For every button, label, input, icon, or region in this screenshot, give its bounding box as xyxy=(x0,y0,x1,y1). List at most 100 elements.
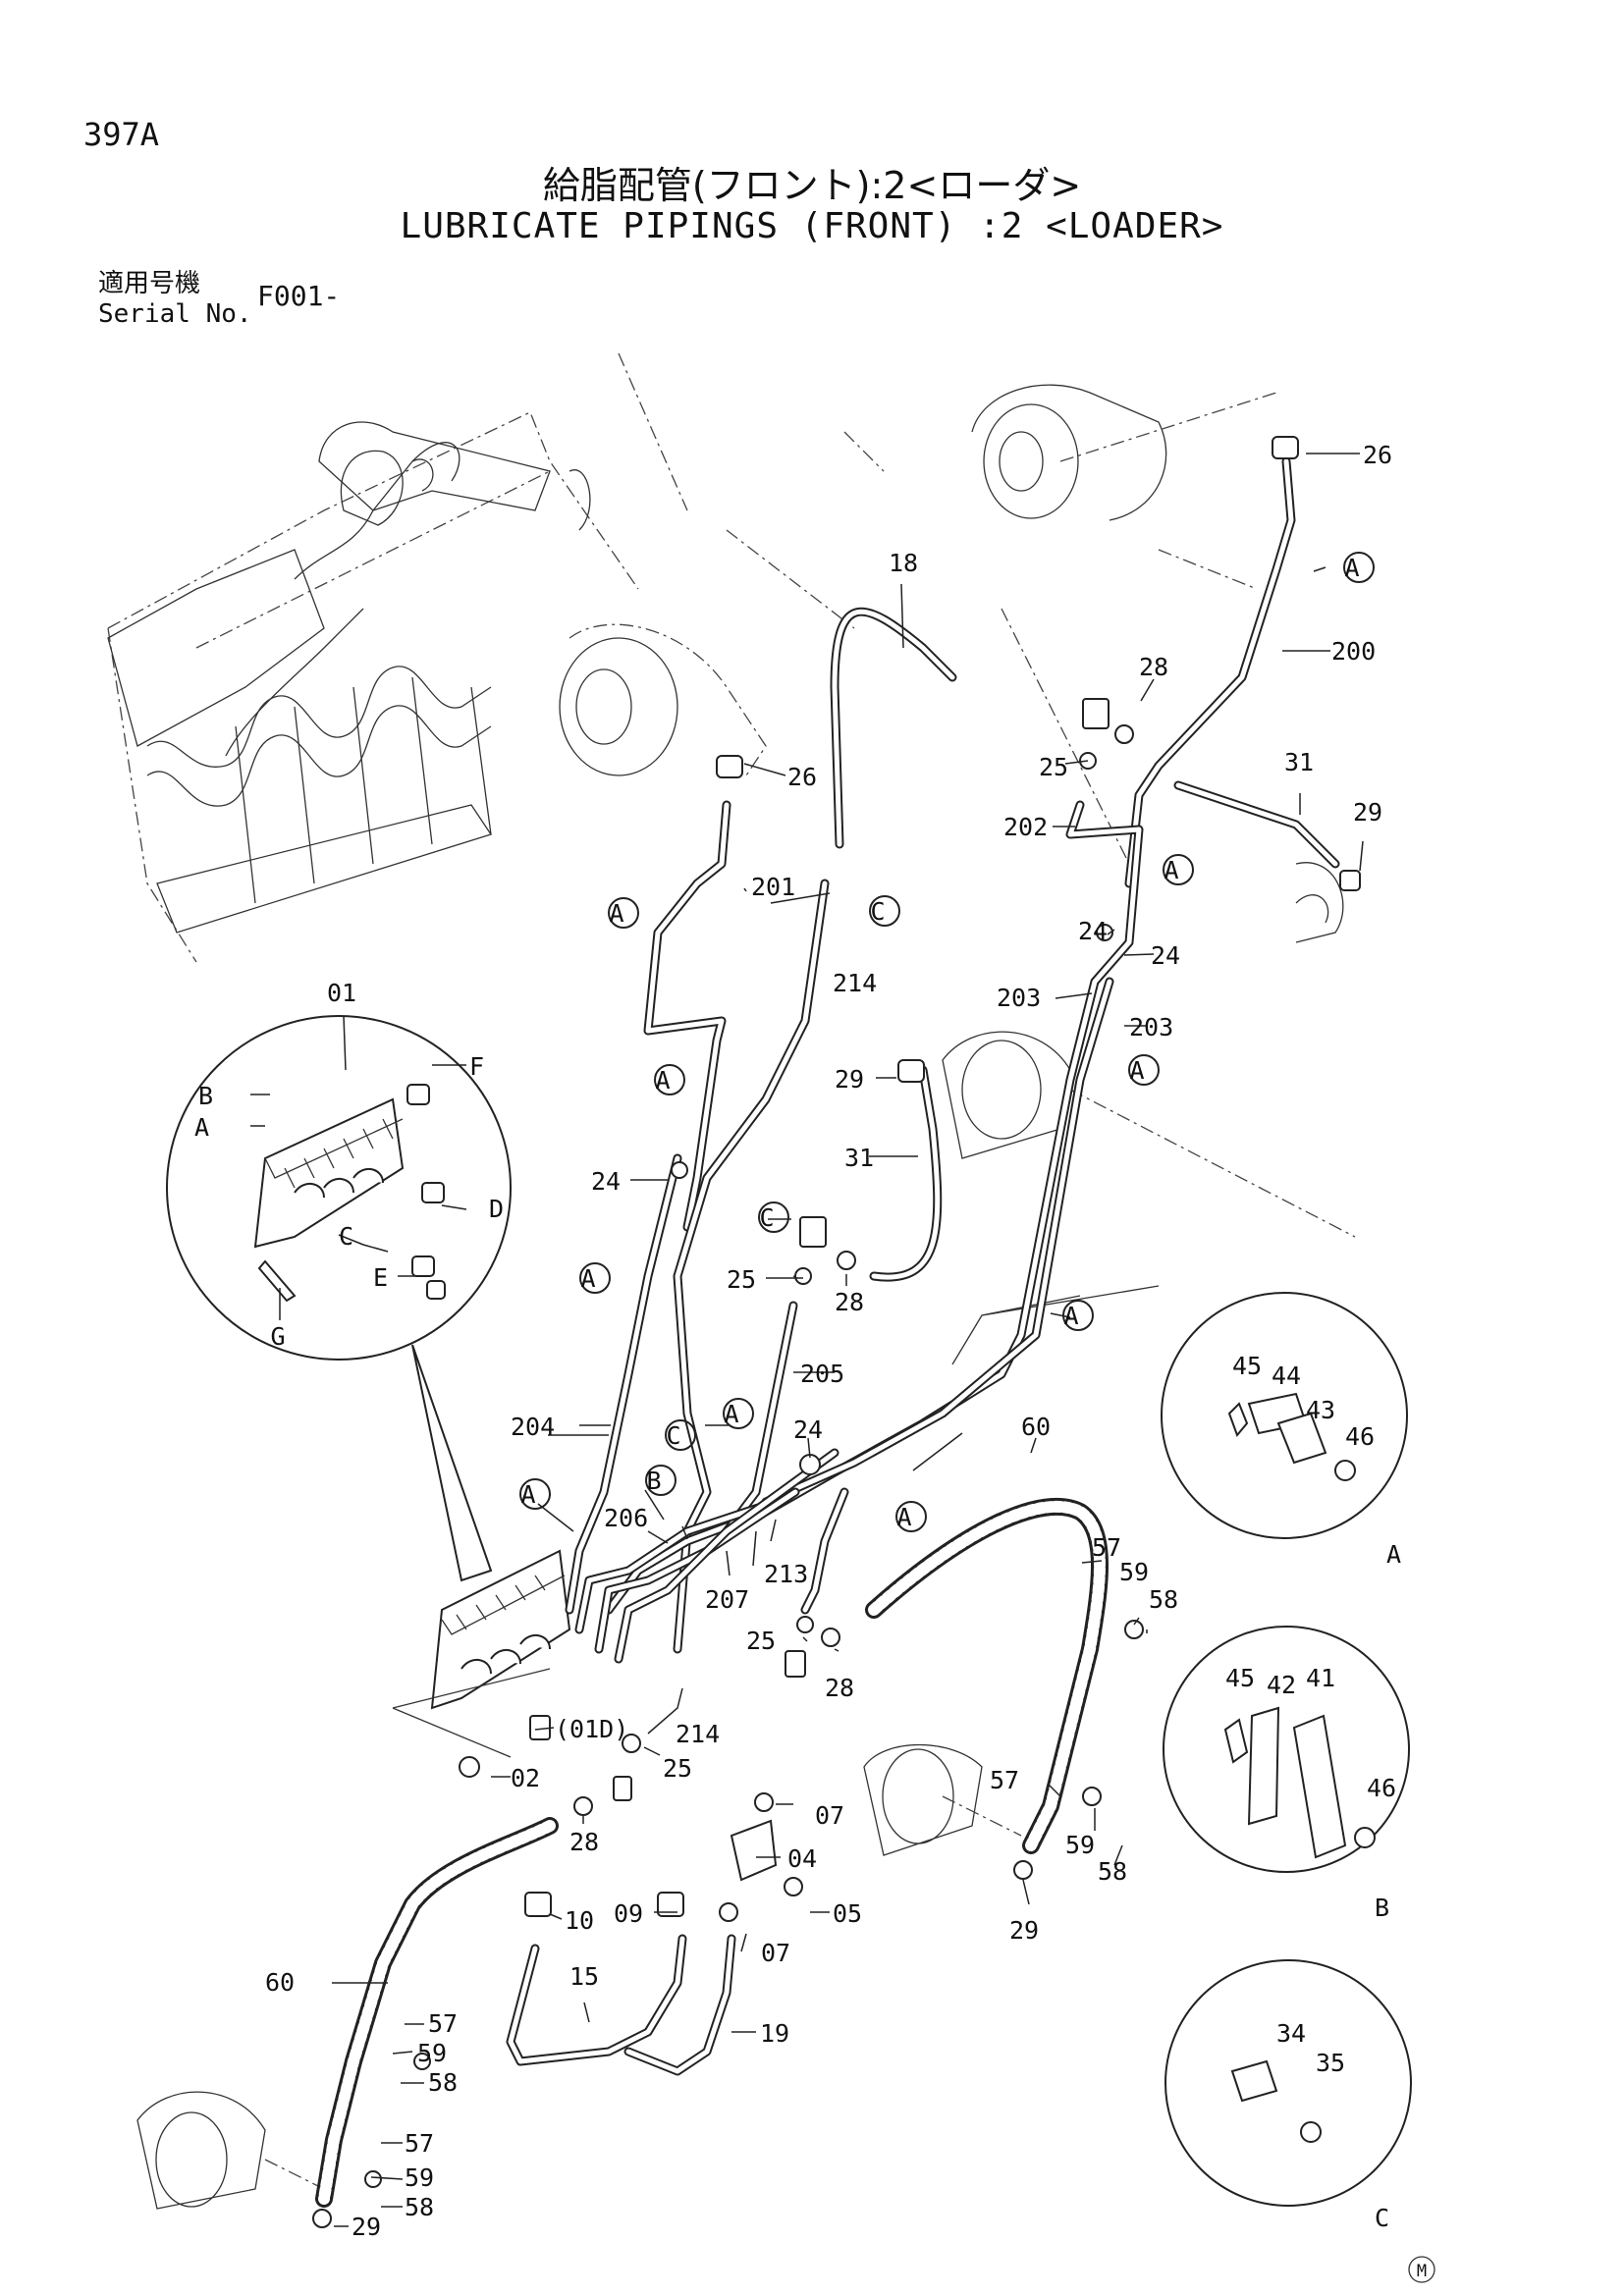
callout-25: 25 xyxy=(663,1754,692,1783)
detail-A-labels: 45 44 43 46 A xyxy=(1232,1352,1401,1569)
serial-label-japanese: 適用号機 xyxy=(98,269,201,298)
callout-A: A xyxy=(1164,856,1178,884)
loader-arm-outline xyxy=(136,384,1356,2210)
callout-205: 205 xyxy=(800,1360,844,1388)
callout-58: 58 xyxy=(1149,1585,1178,1614)
callout-202: 202 xyxy=(1003,813,1048,841)
callout-57: 57 xyxy=(990,1766,1019,1794)
loader-frame-outline xyxy=(107,352,885,963)
callout-24: 24 xyxy=(1151,941,1180,970)
callout-29: 29 xyxy=(352,2213,381,2241)
footer-mark-letter: M xyxy=(1417,2262,1427,2281)
fittings xyxy=(312,436,1361,2228)
detail-01-label-B: B xyxy=(198,1082,213,1110)
detail-A-part-44: 44 xyxy=(1272,1362,1301,1390)
detail-B-labels: 45 42 41 46 B xyxy=(1225,1664,1396,1922)
serial-value: F001- xyxy=(257,280,341,312)
callout-60: 60 xyxy=(265,1968,295,1997)
callout-25: 25 xyxy=(727,1265,756,1294)
detail-01-label-D: D xyxy=(489,1195,504,1223)
circled-markers xyxy=(519,552,1375,1532)
pipe-15 xyxy=(506,1934,687,2066)
callout-26: 26 xyxy=(787,763,817,791)
pipe-201 xyxy=(643,800,731,1232)
callout-59: 59 xyxy=(1119,1558,1149,1586)
detail-circle-C xyxy=(1164,1959,1412,2207)
detail-C-part-35: 35 xyxy=(1316,2049,1345,2077)
title-japanese: 給脂配管(フロント):2<ローダ> xyxy=(542,164,1082,207)
callout-04: 04 xyxy=(787,1844,817,1873)
callout-214: 214 xyxy=(833,969,877,997)
page-number: 397A xyxy=(83,116,160,153)
callout-204: 204 xyxy=(511,1413,555,1441)
callout-26: 26 xyxy=(1363,441,1392,469)
circled-marker-A xyxy=(1163,854,1194,885)
detail-B-part-41: 41 xyxy=(1306,1664,1335,1692)
main-distributor-block xyxy=(392,1549,571,1758)
callout-C: C xyxy=(666,1421,680,1450)
circled-marker-A xyxy=(608,897,639,929)
callout-24: 24 xyxy=(793,1415,823,1444)
callout-28: 28 xyxy=(835,1288,864,1316)
circled-marker-A xyxy=(654,1064,685,1095)
callout-A: A xyxy=(609,899,623,928)
circled-marker-A xyxy=(1062,1300,1094,1331)
callout-07: 07 xyxy=(815,1801,844,1830)
callout-28: 28 xyxy=(569,1828,599,1856)
circled-marker-C xyxy=(665,1419,696,1451)
detail-circle-01 xyxy=(166,1015,512,1582)
callout-206: 206 xyxy=(604,1504,648,1532)
callout-15: 15 xyxy=(569,1962,599,1991)
callout-57: 57 xyxy=(405,2129,434,2158)
callout-19: 19 xyxy=(760,2019,789,2048)
callout-201: 201 xyxy=(751,873,795,901)
callout-A: A xyxy=(896,1503,911,1531)
callout-58: 58 xyxy=(428,2068,458,2097)
detail-01-label-C: C xyxy=(339,1222,353,1251)
callout-01: 01 xyxy=(327,979,356,1007)
callout-B: B xyxy=(646,1467,661,1495)
callout-C: C xyxy=(759,1203,774,1232)
callout-24: 24 xyxy=(1078,917,1108,945)
circled-marker-A xyxy=(1128,1054,1160,1086)
pipe-206-207-213 xyxy=(574,1448,849,1664)
detail-C-title: C xyxy=(1375,2204,1389,2232)
hose-60-left xyxy=(315,1817,559,2208)
callout-C: C xyxy=(870,897,885,926)
callout-25: 25 xyxy=(746,1627,776,1655)
circled-marker-A xyxy=(519,1478,551,1510)
callout-29: 29 xyxy=(1009,1916,1039,1945)
callout-A: A xyxy=(655,1066,670,1095)
pipe-204 xyxy=(565,1153,682,1615)
callout-31: 31 xyxy=(844,1144,874,1172)
pipe-202-203 xyxy=(604,800,1144,1615)
callout-29: 29 xyxy=(1353,798,1382,827)
detail-A-part-45: 45 xyxy=(1232,1352,1262,1380)
callout-58: 58 xyxy=(405,2193,434,2221)
callout-58: 58 xyxy=(1098,1857,1127,1886)
callout-60: 60 xyxy=(1021,1413,1051,1441)
callout-28: 28 xyxy=(1139,653,1168,681)
callout-02: 02 xyxy=(511,1764,540,1792)
callout-A: A xyxy=(1129,1056,1144,1085)
callout-05: 05 xyxy=(833,1899,862,1928)
title-english: LUBRICATE PIPINGS (FRONT) :2 <LOADER> xyxy=(400,206,1224,246)
callout-07: 07 xyxy=(761,1939,790,1967)
callout-A: A xyxy=(1063,1302,1078,1330)
callout-207: 207 xyxy=(705,1585,749,1614)
callout-203: 203 xyxy=(1129,1013,1173,1041)
callout-28: 28 xyxy=(825,1674,854,1702)
circled-marker-C xyxy=(869,895,900,927)
detail-01-label-F: F xyxy=(469,1052,484,1081)
callout-59: 59 xyxy=(405,2163,434,2192)
detail-01-labels: F B A D C E G xyxy=(194,1052,504,1351)
detail-C-labels: 34 35 C xyxy=(1276,2019,1389,2232)
pipe-18 xyxy=(830,607,957,849)
detail-B-title: B xyxy=(1375,1894,1389,1922)
circled-marker-C xyxy=(758,1201,789,1233)
pipe-19 xyxy=(623,1934,736,2076)
callout-A: A xyxy=(1344,554,1359,582)
hose-60-right xyxy=(865,1497,1109,1854)
callout-214: 214 xyxy=(676,1720,720,1748)
